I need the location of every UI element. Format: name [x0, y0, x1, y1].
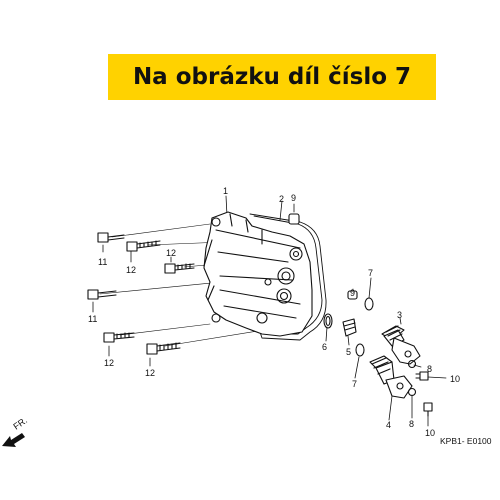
bolt-11-lower: [87, 289, 117, 300]
callout-12-upper: 12: [126, 265, 136, 275]
callout-5: 5: [346, 347, 351, 357]
dowel-pin-9-upper: [288, 213, 300, 225]
plug-5: [342, 318, 357, 337]
callout-11-upper: 11: [98, 257, 107, 267]
callout-7-lower: 7: [352, 379, 357, 389]
callout-12-middle: 12: [166, 248, 176, 258]
callout-12-lower-right: 12: [145, 368, 155, 378]
part-number-banner: Na obrázku díl číslo 7: [108, 54, 436, 100]
o-ring-7-lower: [355, 343, 365, 357]
callout-10-lower: 10: [425, 428, 435, 438]
bolt-12-lower-right: [146, 342, 181, 355]
callout-3: 3: [397, 310, 402, 320]
o-ring-6: [323, 313, 333, 329]
bolt-12-lower-left: [103, 332, 135, 343]
front-direction-arrow: [2, 433, 25, 447]
dowel-pin-9-lower: [347, 290, 358, 300]
callout-11-lower: 11: [88, 314, 97, 324]
callout-12-lower-left: 12: [104, 358, 114, 368]
callout-10-upper: 10: [450, 374, 460, 384]
callout-2: 2: [279, 194, 284, 204]
callout-1: 1: [223, 186, 228, 196]
callout-7-upper: 7: [368, 268, 373, 278]
callout-9-lower: 9: [350, 288, 355, 298]
callout-6: 6: [322, 342, 327, 352]
bolt-11-upper: [97, 232, 125, 243]
callout-9-upper: 9: [291, 193, 296, 203]
callout-4: 4: [386, 420, 391, 430]
fr-direction-label: FR.: [11, 415, 29, 432]
bolt-10-lower: [423, 402, 433, 417]
o-ring-7-upper: [364, 297, 374, 311]
bolt-12-middle: [164, 263, 195, 274]
bolt-12-upper: [126, 240, 161, 252]
cylinder-head-cover: [203, 211, 313, 337]
callout-labels: 1 2 9 11 12 12 11 12 12 9 7 3 6 5 7 8 10…: [11, 186, 491, 446]
callout-8-upper: 8: [427, 364, 432, 374]
cover-gasket: [249, 213, 327, 341]
banner-text: Na obrázku díl číslo 7: [132, 64, 412, 90]
bolt-10-upper: [415, 371, 429, 381]
callout-8-lower: 8: [409, 419, 414, 429]
leader-lines: [92, 195, 447, 427]
washer-8-upper: [407, 359, 417, 369]
shaft-part-4: [369, 355, 413, 399]
shaft-part-3: [381, 325, 421, 365]
diagram-code: KPB1- E0100: [440, 436, 492, 446]
washer-8-lower: [407, 387, 417, 397]
